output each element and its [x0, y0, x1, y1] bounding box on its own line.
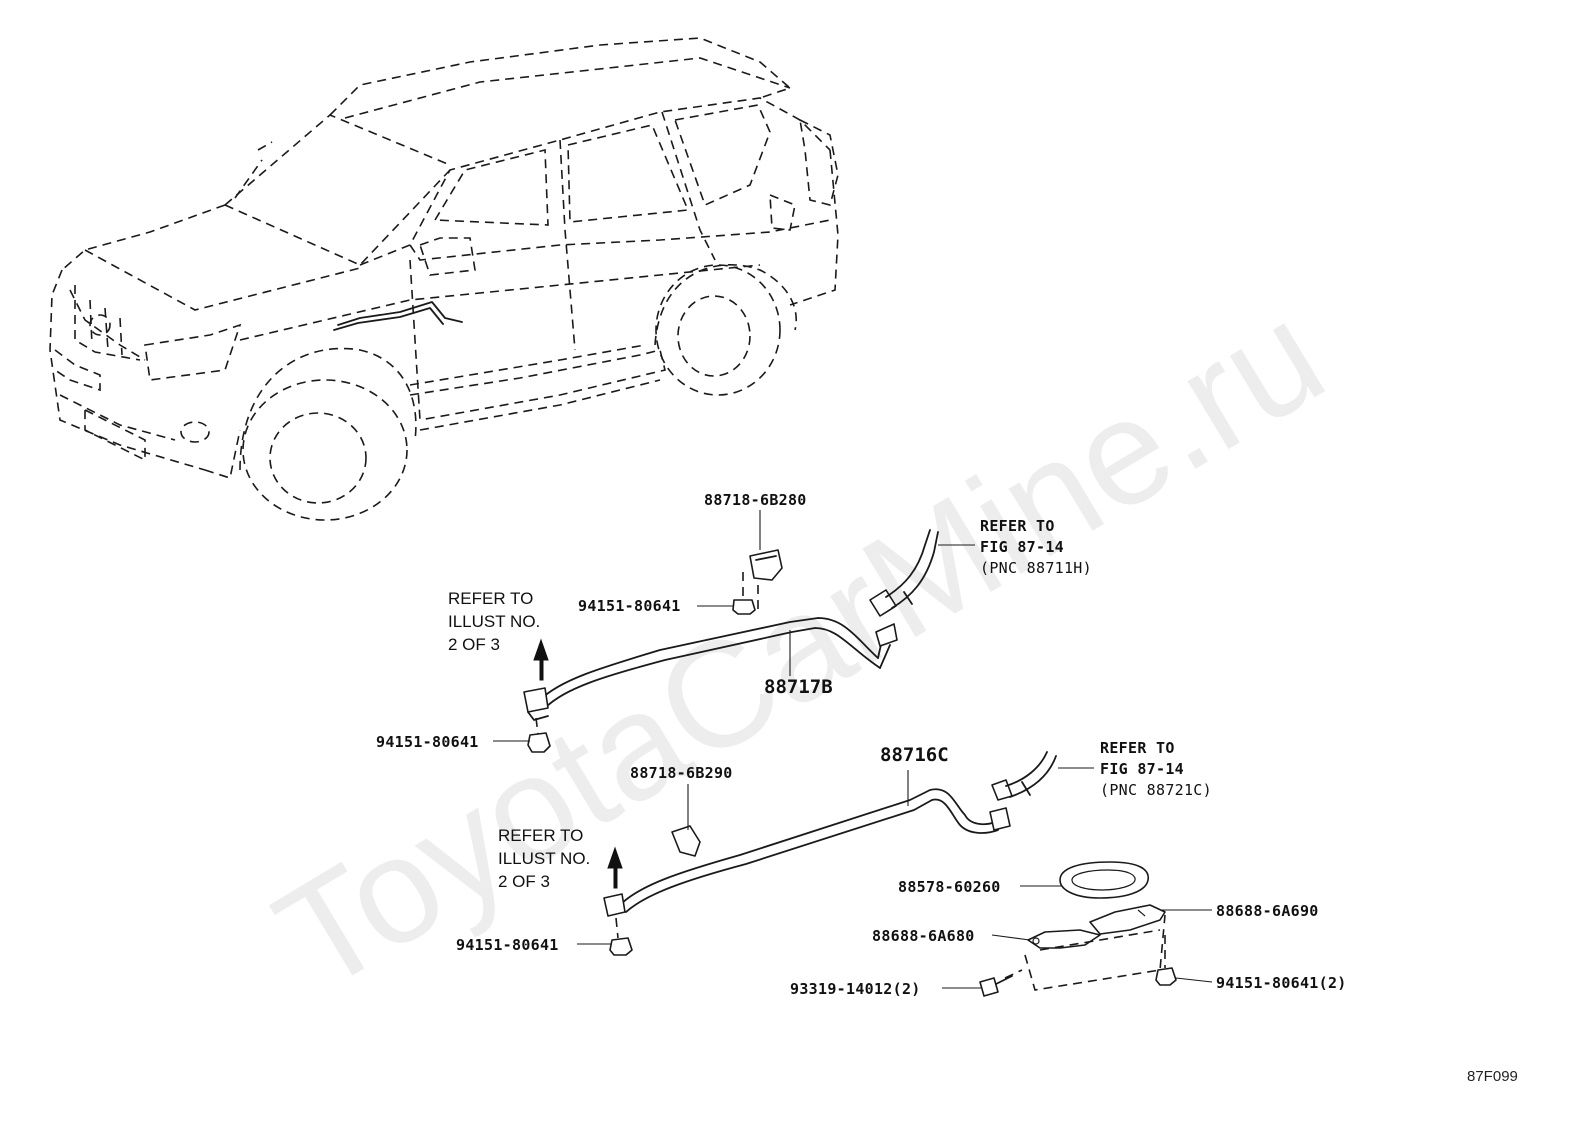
parts-diagram: ToyotaCarMine.ru — [49, 37, 1518, 1085]
refer-fig-lower-line1: REFER TO — [1100, 739, 1175, 757]
part-label-88718-6b290: 88718-6B290 — [630, 764, 733, 782]
part-label-94151-mid: 94151-80641 — [376, 733, 479, 751]
part-label-94151-2: 94151-80641(2) — [1216, 974, 1347, 992]
part-label-88688-6a680: 88688-6A680 — [872, 927, 975, 945]
refer-fig-upper-line1: REFER TO — [980, 517, 1055, 535]
refer-fig-lower-line3: (PNC 88721C) — [1100, 781, 1212, 799]
refer-fig-lower-line2: FIG 87-14 — [1100, 760, 1184, 778]
diagram-drawing — [49, 37, 1213, 997]
part-label-93319-14012: 93319-14012(2) — [790, 980, 921, 998]
refer-illust-upper-line2: ILLUST NO. — [448, 612, 541, 631]
refer-illust-lower-line1: REFER TO — [498, 826, 584, 845]
refer-fig-lower: REFER TO FIG 87-14 (PNC 88721C) — [1100, 738, 1212, 801]
refer-illust-upper: REFER TO ILLUST NO. 2 OF 3 — [448, 587, 540, 656]
refer-illust-lower-line2: ILLUST NO. — [498, 849, 591, 868]
part-label-88717b: 88717B — [764, 676, 833, 698]
part-label-94151-top: 94151-80641 — [578, 597, 681, 615]
part-label-88578-60260: 88578-60260 — [898, 878, 1001, 896]
hose-88717b — [523, 529, 939, 753]
figure-code: 87F099 — [1467, 1068, 1518, 1085]
refer-fig-upper-line3: (PNC 88711H) — [980, 559, 1092, 577]
refer-fig-upper: REFER TO FIG 87-14 (PNC 88711H) — [980, 516, 1092, 579]
leader-lines — [493, 510, 1213, 989]
refer-illust-upper-line3: 2 OF 3 — [448, 635, 500, 654]
part-label-88688-6a690: 88688-6A690 — [1216, 902, 1319, 920]
refer-illust-lower-line3: 2 OF 3 — [498, 872, 550, 891]
refer-fig-upper-line2: FIG 87-14 — [980, 538, 1064, 556]
vehicle-outline — [49, 37, 839, 521]
part-label-88716c: 88716C — [880, 744, 949, 766]
part-label-88718-6b280: 88718-6B280 — [704, 491, 807, 509]
part-label-94151-low: 94151-80641 — [456, 936, 559, 954]
hose-88716c — [603, 751, 1177, 997]
refer-illust-lower: REFER TO ILLUST NO. 2 OF 3 — [498, 824, 590, 893]
refer-illust-upper-line1: REFER TO — [448, 589, 534, 608]
